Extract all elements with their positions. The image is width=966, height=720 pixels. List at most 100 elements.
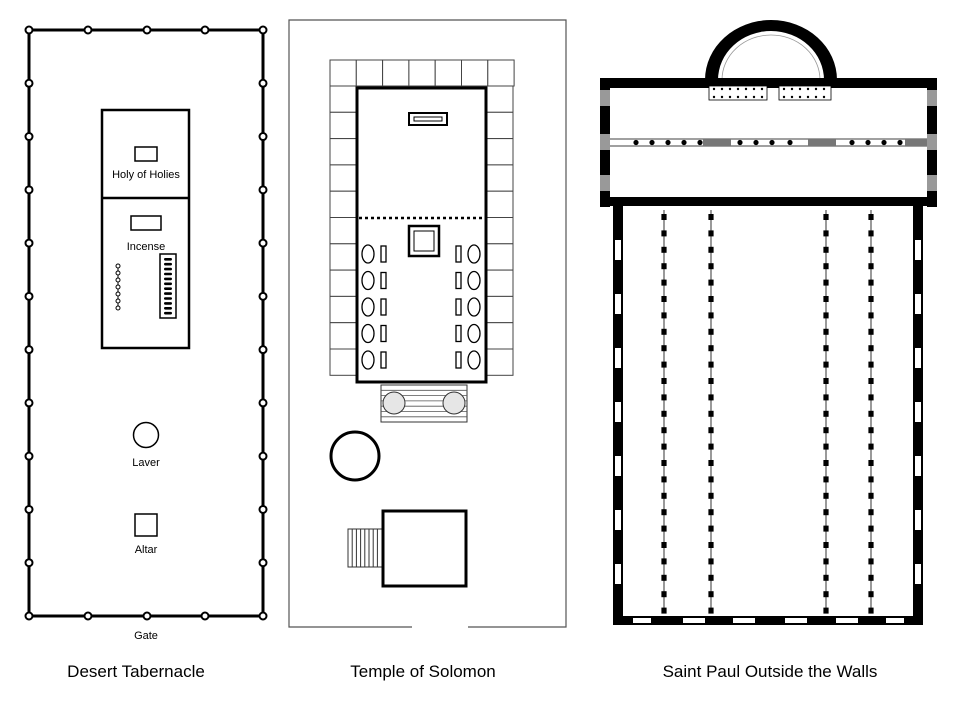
post (258, 398, 268, 408)
transept-column (881, 139, 887, 146)
lampstand (361, 270, 375, 291)
window (615, 564, 621, 584)
transept-column (681, 139, 687, 146)
post (24, 611, 34, 621)
window (615, 402, 621, 422)
nave-column (868, 542, 874, 548)
nave-column (823, 542, 829, 548)
side-chamber (355, 59, 384, 87)
window (615, 510, 621, 530)
nave-column (823, 427, 829, 434)
post (24, 78, 34, 88)
screen-dot (752, 87, 756, 91)
lampstands-and-tables (361, 244, 481, 370)
lampstand (361, 350, 375, 370)
showbread-loaf (164, 258, 172, 261)
nave-column (661, 361, 667, 368)
nave-column (661, 279, 667, 286)
window (615, 294, 621, 314)
screen-dot (814, 87, 818, 91)
nave-column (868, 378, 874, 384)
nave (613, 206, 923, 625)
window (615, 240, 621, 260)
incense-altar-symbol (130, 215, 162, 231)
nave-column (708, 296, 714, 302)
post (24, 132, 34, 142)
nave-column (868, 492, 874, 499)
post (83, 25, 93, 35)
nave-column (823, 443, 829, 450)
nave-column (708, 394, 714, 401)
temple-of-solomon-caption: Temple of Solomon (350, 662, 496, 681)
menorah-lamp (115, 263, 121, 269)
screen-dot (822, 87, 826, 91)
nave-column (823, 246, 829, 253)
menorah-lamp (115, 305, 121, 311)
screen-dot (760, 87, 764, 91)
table (455, 271, 462, 290)
table (455, 245, 462, 263)
nave-column (708, 214, 714, 220)
screen-dot (752, 95, 756, 99)
nave-column (868, 443, 874, 450)
nave-column (868, 279, 874, 286)
incense-altar-symbol (407, 224, 441, 258)
screen-dot (790, 95, 794, 99)
screen-dot (720, 95, 724, 99)
post (258, 558, 268, 568)
side-chamber (434, 59, 463, 87)
nave-column (823, 558, 829, 565)
nave-column (708, 263, 714, 270)
nave-column (661, 230, 667, 237)
laver-label: Laver (132, 457, 160, 469)
nave-column (823, 296, 829, 302)
nave-column (708, 542, 714, 548)
nave-column (823, 230, 829, 237)
post (258, 25, 268, 35)
post (258, 78, 268, 88)
nave-column (661, 443, 667, 450)
nave-column (661, 296, 667, 302)
post (24, 345, 34, 355)
lampstand (467, 323, 481, 344)
bronze-sea-symbol (329, 430, 381, 482)
nave-column (708, 509, 714, 516)
post (258, 345, 268, 355)
lampstand (361, 323, 375, 344)
post (200, 611, 210, 621)
nave-column (708, 345, 714, 352)
table (455, 351, 462, 369)
post (258, 504, 268, 514)
apse-inner-line (721, 34, 821, 81)
nave-column (868, 574, 874, 581)
nave-column (661, 591, 667, 598)
screen-dot (744, 95, 748, 99)
showbread-table-symbol (159, 253, 177, 319)
nave-column (823, 591, 829, 598)
post (142, 25, 152, 35)
nave-column (868, 394, 874, 401)
nave-column (708, 410, 714, 417)
nave-column (823, 574, 829, 581)
nave-column (868, 558, 874, 565)
side-chamber (486, 217, 514, 245)
transept-column (769, 139, 775, 146)
nave-column (823, 525, 829, 532)
nave-column (823, 460, 829, 466)
side-chamber (329, 164, 357, 192)
nave-column (661, 312, 667, 319)
screen-dot (736, 87, 740, 91)
lampstand (361, 244, 375, 264)
window (915, 564, 921, 584)
screen-dot (744, 87, 748, 91)
great-altar-symbol (381, 509, 468, 588)
window (915, 510, 921, 530)
saint-paul-outside-the-walls-plan (600, 20, 937, 625)
side-chamber (486, 348, 514, 376)
nave-column (868, 509, 874, 516)
nave-column (661, 574, 667, 581)
nave-column (823, 361, 829, 368)
side-chamber (329, 111, 357, 140)
nave-column (708, 312, 714, 319)
transept-column (665, 139, 671, 146)
